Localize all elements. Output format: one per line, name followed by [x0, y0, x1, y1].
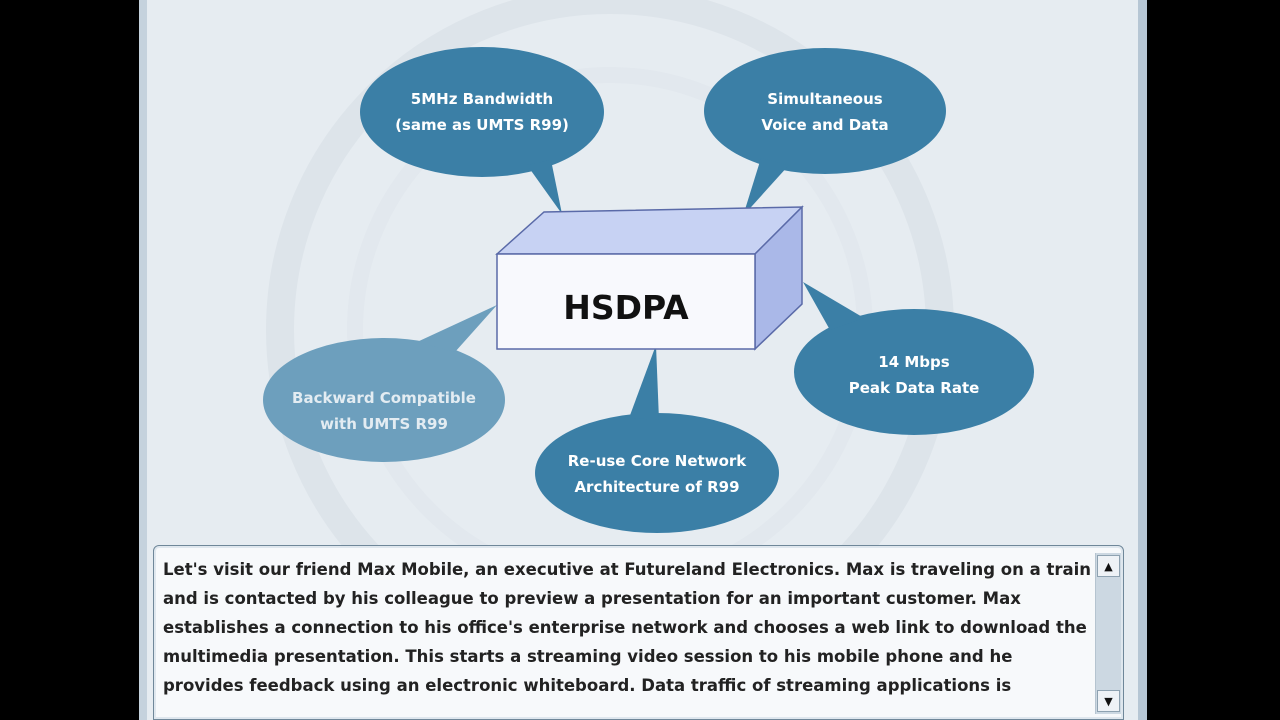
narration-text: Let's visit our friend Max Mobile, an ex… [163, 555, 1092, 700]
bubble-core-network-line-2: Architecture of R99 [574, 478, 739, 496]
bubble-backward-line-1: Backward Compatible [292, 389, 476, 407]
bubble-bandwidth-tail [527, 160, 562, 214]
hsdpa-box-face [496, 253, 756, 350]
scroll-up-button[interactable]: ▲ [1097, 555, 1120, 577]
arrow-down-icon: ▼ [1104, 694, 1113, 708]
bubble-core-network-shape [535, 413, 779, 533]
arrow-up-icon: ▲ [1104, 559, 1113, 573]
bubble-backward: Backward Compatible with UMTS R99 [263, 305, 505, 462]
bubble-peak-rate-line-2: Peak Data Rate [849, 379, 980, 397]
scroll-down-button[interactable]: ▼ [1097, 690, 1120, 712]
window-frame-left [139, 0, 147, 720]
bubble-bandwidth-line-1: 5MHz Bandwidth [411, 90, 553, 108]
narration-scrollbar[interactable]: ▲ ▼ [1095, 553, 1121, 714]
bubble-voice-data-tail [743, 158, 789, 216]
bubble-bandwidth-line-2: (same as UMTS R99) [395, 116, 569, 134]
hsdpa-box-top [495, 206, 804, 255]
narration-line: multimedia presentation. This starts a s… [163, 647, 1013, 666]
slide-stage: 5MHz Bandwidth (same as UMTS R99) Simult… [139, 0, 1147, 720]
bubble-voice-data: Simultaneous Voice and Data [704, 48, 946, 216]
bubble-core-network-line-1: Re-use Core Network [568, 452, 748, 470]
bubble-core-network-tail [629, 345, 659, 420]
hsdpa-box: HSDPA [495, 205, 804, 351]
bubble-backward-tail [417, 305, 497, 352]
hsdpa-label: HSDPA [563, 288, 689, 327]
bubble-backward-shape [263, 338, 505, 462]
bubble-voice-data-line-1: Simultaneous [767, 90, 883, 108]
narration-line: and is contacted by his colleague to pre… [163, 589, 1021, 608]
window-frame-right [1138, 0, 1147, 720]
bubble-bandwidth: 5MHz Bandwidth (same as UMTS R99) [360, 47, 604, 214]
bubble-voice-data-shape [704, 48, 946, 174]
narration-line: establishes a connection to his office's… [163, 618, 1087, 637]
bubble-bandwidth-shape [360, 47, 604, 177]
bubble-peak-rate-tail [803, 282, 864, 330]
narration-panel: Let's visit our friend Max Mobile, an ex… [153, 545, 1124, 720]
bubble-peak-rate-shape [794, 309, 1034, 435]
bubble-voice-data-line-2: Voice and Data [761, 116, 888, 134]
bubble-backward-line-2: with UMTS R99 [320, 415, 448, 433]
bubble-peak-rate: 14 Mbps Peak Data Rate [794, 282, 1034, 435]
narration-line: provides feedback using an electronic wh… [163, 676, 1012, 695]
bubble-peak-rate-line-1: 14 Mbps [878, 353, 949, 371]
bubble-core-network: Re-use Core Network Architecture of R99 [535, 345, 779, 533]
hsdpa-diagram: 5MHz Bandwidth (same as UMTS R99) Simult… [263, 0, 1034, 545]
narration-line: Let's visit our friend Max Mobile, an ex… [163, 560, 1092, 579]
